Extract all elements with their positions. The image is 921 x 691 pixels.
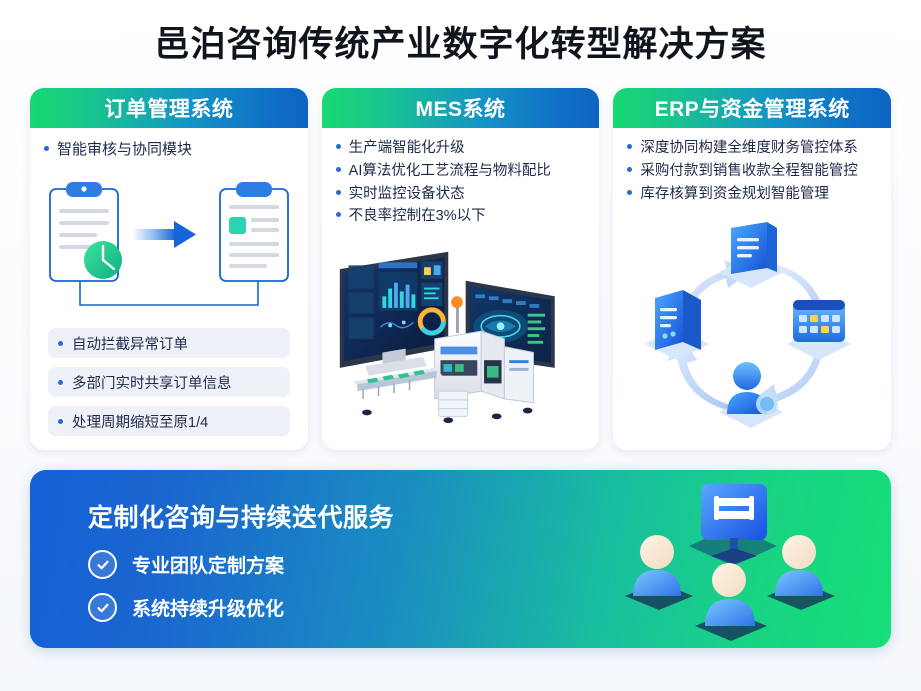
banner-check-item: 专业团队定制方案 — [88, 550, 284, 579]
bullet-dot-icon — [627, 189, 633, 195]
banner-check-item: 系统持续升级优化 — [88, 593, 284, 622]
card-mes-system[interactable]: MES系统 生产端智能化升级 AI算法优化工艺流程与物料配比 实时监控设备状态 — [321, 88, 600, 450]
pill-label: 自动拦截异常订单 — [72, 336, 188, 353]
bullet-label: 生产端智能化升级 — [348, 140, 465, 156]
team-collaboration-monitor-illustration — [615, 474, 865, 642]
bullet-label: 采购付款到销售收款全程智能管控 — [640, 162, 858, 179]
bullet-label: 库存核算到资金规划智能管理 — [640, 185, 829, 202]
banner-title: 定制化咨询与持续迭代服务 — [88, 504, 395, 532]
bullet-label: AI算法优化工艺流程与物料配比 — [348, 162, 551, 179]
bullet-dot-icon — [44, 146, 49, 151]
pill-list-order-management: 自动拦截异常订单 多部门实时共享订单信息 处理周期缩短至原1/4 — [42, 328, 296, 442]
bullet-item: 采购付款到销售收款全程智能管控 — [627, 161, 879, 183]
solution-cards-row: 订单管理系统 智能审核与协同模块 — [30, 88, 892, 450]
bullet-item: 深度协同构建全维度财务管控体系 — [627, 138, 879, 160]
bullet-label: 实时监控设备状态 — [348, 185, 465, 202]
bullet-item: AI算法优化工艺流程与物料配比 — [335, 161, 588, 183]
bullet-dot-icon — [627, 144, 633, 149]
bullet-list-mes-system: 生产端智能化升级 AI算法优化工艺流程与物料配比 实时监控设备状态 不良率控制在… — [334, 138, 588, 229]
bullet-label: 深度协同构建全维度财务管控体系 — [640, 140, 858, 156]
bullet-item: 不良率控制在3%以下 — [335, 206, 588, 228]
card-header-order-management: 订单管理系统 — [30, 88, 308, 128]
order-flow-clipboards-illustration — [42, 162, 296, 328]
card-body-mes-system: 生产端智能化升级 AI算法优化工艺流程与物料配比 实时监控设备状态 不良率控制在… — [322, 128, 600, 450]
card-order-management[interactable]: 订单管理系统 智能审核与协同模块 — [30, 88, 308, 450]
bullet-dot-icon — [335, 144, 341, 149]
bullet-list-order-management: 智能审核与协同模块 — [42, 138, 296, 162]
bullet-item: 实时监控设备状态 — [335, 184, 588, 206]
bullet-dot-icon — [335, 189, 341, 195]
bullet-dot-icon — [58, 340, 63, 346]
card-body-order-management: 智能审核与协同模块 — [30, 128, 308, 450]
bullet-list-erp-finance-system: 深度协同构建全维度财务管控体系 采购付款到销售收款全程智能管控 库存核算到资金规… — [625, 138, 879, 206]
card-erp-finance-system[interactable]: ERP与资金管理系统 深度协同构建全维度财务管控体系 采购付款到销售收款全程智能… — [613, 88, 892, 450]
banner-check-label: 专业团队定制方案 — [132, 556, 285, 577]
bullet-item: 智能审核与协同模块 — [44, 138, 296, 161]
card-body-erp-finance-system: 深度协同构建全维度财务管控体系 采购付款到销售收款全程智能管控 库存核算到资金规… — [613, 128, 891, 450]
banner-check-list: 专业团队定制方案 系统持续升级优化 — [88, 550, 284, 622]
bullet-dot-icon — [335, 166, 341, 172]
mes-monitors-production-line-illustration — [334, 229, 588, 442]
bullet-label: 智能审核与协同模块 — [57, 141, 193, 158]
page-title: 邑泊咨询传统产业数字化转型解决方案 — [154, 25, 767, 64]
pill-label: 处理周期缩短至原1/4 — [72, 414, 209, 431]
pill-item[interactable]: 自动拦截异常订单 — [48, 328, 290, 358]
bullet-dot-icon — [627, 166, 633, 172]
banner-check-label: 系统持续升级优化 — [132, 599, 285, 620]
erp-cycle-icons-illustration — [625, 206, 879, 442]
pill-item[interactable]: 处理周期缩短至原1/4 — [48, 406, 290, 436]
bullet-dot-icon — [335, 212, 341, 218]
pill-label: 多部门实时共享订单信息 — [72, 375, 232, 392]
check-circle-icon — [88, 550, 117, 579]
consulting-service-banner[interactable]: 定制化咨询与持续迭代服务 专业团队定制方案 系统持续升级优化 — [30, 470, 891, 648]
bullet-dot-icon — [58, 379, 63, 385]
card-header-mes-system: MES系统 — [321, 88, 600, 128]
check-circle-icon — [88, 593, 117, 622]
pill-item[interactable]: 多部门实时共享订单信息 — [48, 367, 290, 397]
card-header-erp-finance-system: ERP与资金管理系统 — [613, 88, 892, 128]
bullet-label: 不良率控制在3%以下 — [348, 208, 486, 225]
bullet-item: 生产端智能化升级 — [335, 138, 588, 160]
bullet-item: 库存核算到资金规划智能管理 — [627, 184, 879, 206]
bullet-dot-icon — [58, 418, 63, 424]
